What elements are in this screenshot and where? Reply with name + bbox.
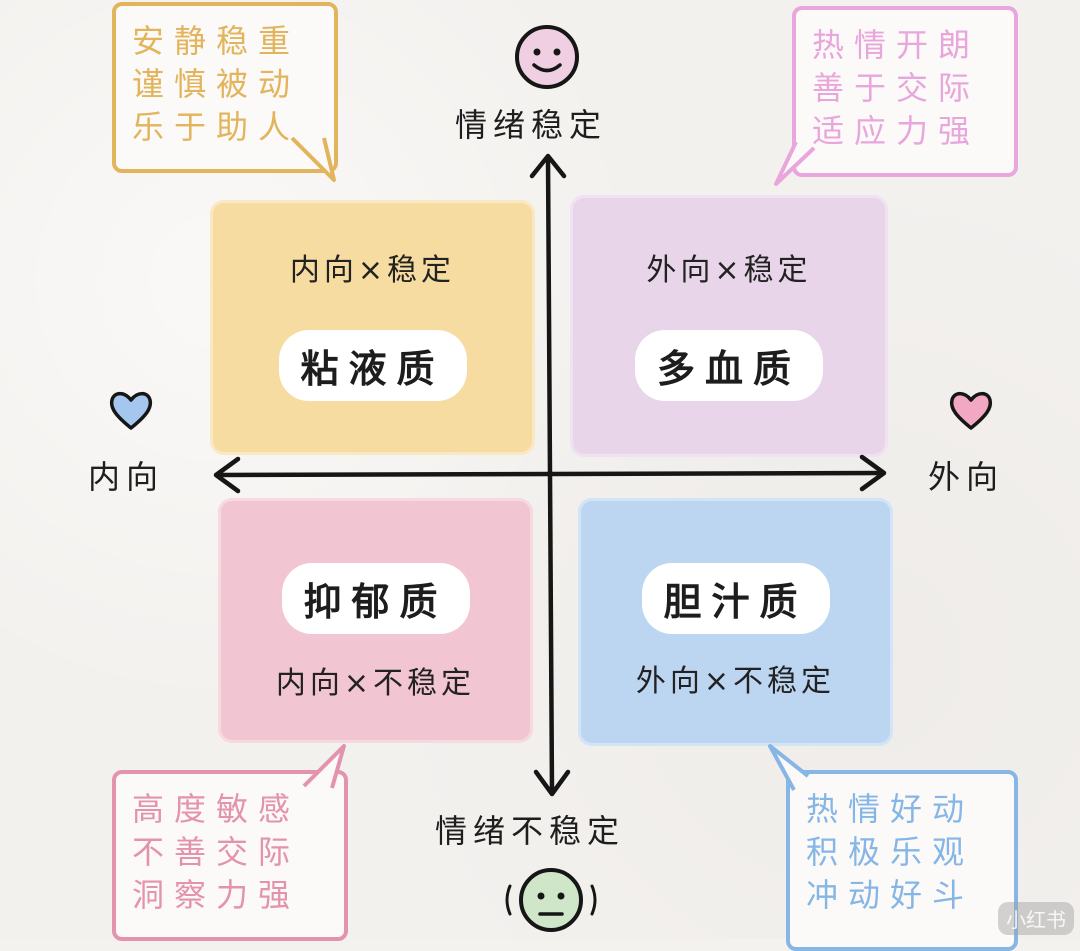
bubble-tail-melancholic: [302, 744, 346, 789]
axis-label-top: 情绪稳定: [455, 106, 608, 144]
bubble-line: 洞察力强: [132, 876, 301, 914]
bubble-line: 积极乐观: [806, 833, 975, 871]
speech-bubble-melancholic: 高度敏感 不善交际 洞察力强: [112, 770, 348, 941]
speech-bubble-phlegmatic: 安静稳重 谨慎被动 乐于助人: [112, 2, 338, 173]
speech-bubble-sanguine: 热情开朗 善于交际 适应力强: [792, 6, 1018, 177]
quadrant-melancholic: 抑郁质 内向×不稳定: [218, 498, 533, 743]
quadrant-choleric: 胆汁质 外向×不稳定: [578, 498, 893, 746]
right-arrowhead: [859, 454, 887, 492]
bubble-line: 善于交际: [812, 69, 981, 107]
bubble-line: 热情好动: [806, 790, 975, 828]
bubble-line: 高度敏感: [132, 790, 301, 828]
bubble-line: 谨慎被动: [132, 65, 301, 103]
quadrant-name: 胆汁质: [641, 563, 830, 634]
bubble-line: 适应力强: [812, 112, 981, 150]
quadrant-sanguine: 外向×稳定 多血质: [570, 195, 888, 457]
quadrant-subtitle: 内向×不稳定: [275, 666, 476, 701]
bubble-tail-phlegmatic: [290, 136, 336, 182]
worried-face-icon: [505, 868, 597, 932]
quadrant-subtitle: 外向×稳定: [646, 253, 812, 288]
bubble-tail-sanguine: [774, 141, 816, 186]
quadrant-subtitle: 内向×稳定: [289, 253, 456, 288]
top-arrowhead: [529, 153, 567, 179]
watermark-logo: 小红书: [998, 902, 1074, 935]
bubble-line: 安静稳重: [132, 22, 301, 60]
smiling-face-icon: [515, 25, 579, 89]
quadrant-phlegmatic: 内向×稳定 粘液质: [210, 200, 535, 455]
left-arrowhead: [213, 456, 241, 494]
pink-heart-icon: [949, 391, 993, 430]
axis-label-left: 内向: [88, 458, 165, 496]
quadrant-name: 多血质: [634, 330, 824, 401]
bubble-line: 热情开朗: [812, 26, 981, 64]
quadrant-name: 粘液质: [278, 330, 467, 401]
bubble-tail-choleric: [768, 744, 810, 791]
axis-label-right: 外向: [928, 458, 1005, 496]
axis-label-bottom: 情绪不稳定: [435, 812, 626, 850]
blue-heart-icon: [109, 391, 153, 430]
quadrant-name: 抑郁质: [281, 563, 470, 634]
bubble-line: 乐于助人: [132, 108, 301, 146]
bottom-arrowhead: [533, 769, 571, 797]
bubble-line: 冲动好斗: [806, 876, 975, 914]
speech-bubble-choleric: 热情好动 积极乐观 冲动好斗: [786, 770, 1018, 951]
quadrant-subtitle: 外向×不稳定: [635, 664, 836, 699]
bubble-line: 不善交际: [132, 833, 301, 871]
horizontal-axis-line: [215, 470, 885, 478]
